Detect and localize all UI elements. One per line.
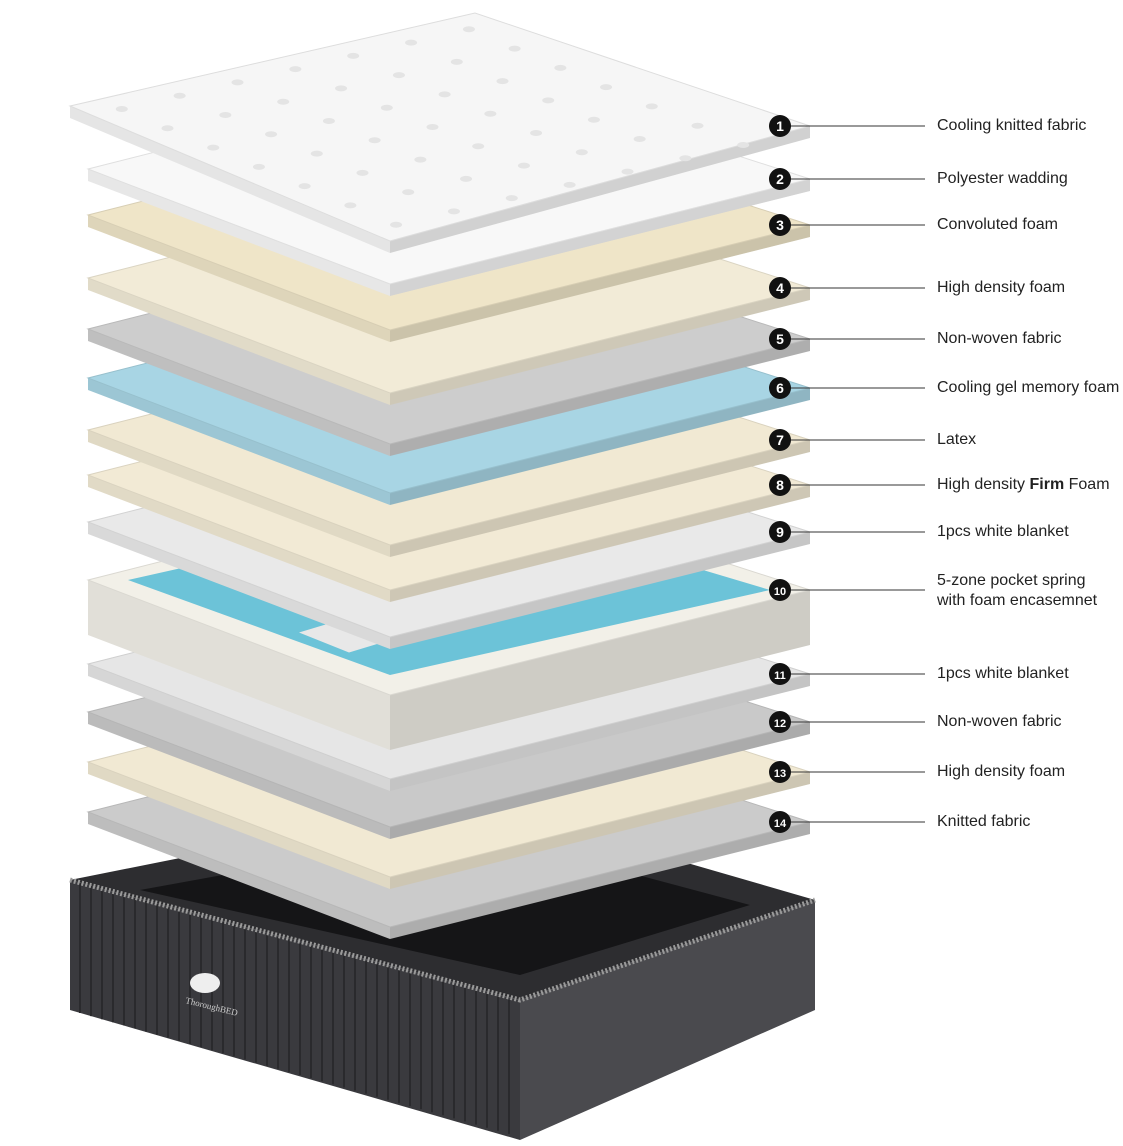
label-13: High density foam — [937, 763, 1066, 780]
number-badge-text: 11 — [774, 670, 786, 682]
number-badge-text: 8 — [776, 477, 784, 493]
number-badge-text: 3 — [776, 217, 784, 233]
number-badge — [769, 328, 791, 350]
callout-13: 13 — [769, 761, 925, 783]
label-11: 1pcs white blanket — [937, 665, 1069, 682]
number-badge — [769, 277, 791, 299]
number-badge — [769, 115, 791, 137]
callout-7: 7 — [769, 429, 925, 451]
label-6: Cooling gel memory foam — [937, 379, 1120, 396]
label-8-bold: Firm — [1029, 476, 1065, 493]
number-badge-text: 5 — [776, 331, 784, 347]
number-badge — [769, 521, 791, 543]
callout-10: 10 — [769, 579, 925, 601]
label-14: Knitted fabric — [937, 813, 1031, 830]
callout-3: 3 — [769, 214, 925, 236]
label-1: Cooling knitted fabric — [937, 117, 1087, 134]
number-badge-text: 13 — [774, 768, 786, 780]
number-badge — [769, 377, 791, 399]
label-8-pre: High density — [937, 476, 1030, 493]
number-badge-text: 10 — [774, 586, 786, 598]
number-badge-text: 7 — [776, 432, 784, 448]
number-badge — [769, 579, 791, 601]
label-4: High density foam — [937, 279, 1066, 296]
label-7: Latex — [937, 431, 977, 448]
label-10-line2: with foam encasemnet — [937, 592, 1098, 609]
label-10-line1: 5-zone pocket spring — [937, 572, 1086, 589]
number-badge-text: 9 — [776, 524, 784, 540]
label-9: 1pcs white blanket — [937, 523, 1069, 540]
callout-4: 4 — [769, 277, 925, 299]
number-badge-text: 2 — [776, 171, 784, 187]
callout-2: 2 — [769, 168, 925, 190]
label-3: Convoluted foam — [937, 216, 1058, 233]
label-8: High density Firm Foam — [937, 475, 1110, 495]
label-8-post: Foam — [1064, 476, 1110, 493]
number-badge — [769, 474, 791, 496]
number-badge-text: 12 — [774, 718, 786, 730]
callout-12: 12 — [769, 711, 925, 733]
number-badge — [769, 663, 791, 685]
label-2: Polyester wadding — [937, 170, 1068, 187]
number-badge — [769, 811, 791, 833]
callout-9: 9 — [769, 521, 925, 543]
number-badge — [769, 214, 791, 236]
label-5: Non-woven fabric — [937, 330, 1062, 347]
layer-1 — [68, 12, 812, 253]
number-badge — [769, 168, 791, 190]
callout-1: 1 — [769, 115, 925, 137]
number-badge-text: 14 — [774, 818, 787, 830]
number-badge-text: 6 — [776, 380, 784, 396]
callout-8: 8 — [769, 474, 925, 496]
number-badge — [769, 429, 791, 451]
callout-14: 14 — [769, 811, 925, 833]
number-badge-text: 1 — [776, 118, 784, 134]
callout-5: 5 — [769, 328, 925, 350]
number-badge — [769, 761, 791, 783]
number-badge-text: 4 — [776, 280, 784, 296]
callout-11: 11 — [769, 663, 925, 685]
callout-6: 6 — [769, 377, 925, 399]
number-badge — [769, 711, 791, 733]
label-12: Non-woven fabric — [937, 713, 1062, 730]
